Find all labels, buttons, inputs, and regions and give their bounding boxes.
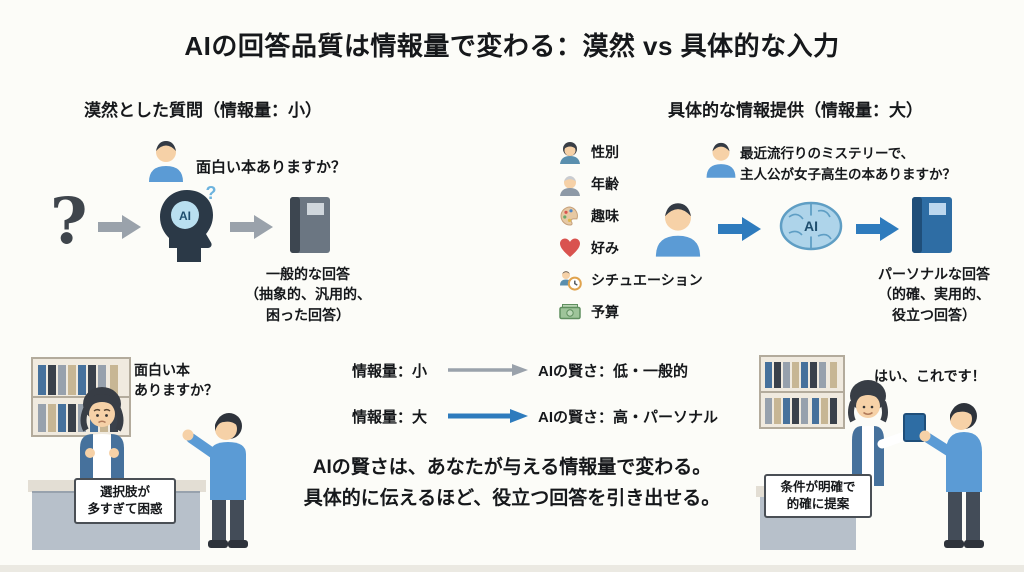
legend-arrow-gray-icon	[448, 363, 528, 377]
attribute-row-situation: シチュエーション	[558, 264, 703, 296]
summary-line-1: AIの賢さは、あなたが与える情報量で変わる。	[312, 457, 712, 478]
attribute-row-budget: 予算	[558, 296, 703, 328]
money-icon	[558, 300, 582, 324]
asker-avatar-icon	[146, 138, 186, 182]
gender-icon	[558, 140, 582, 164]
specific-section-heading: 具体的な情報提供（情報量：大）	[668, 101, 923, 120]
legend-large-result: AIの賢さ：高・パーソナル	[538, 409, 719, 426]
arrow-right-blue-icon	[718, 216, 762, 242]
summary-line-2: 具体的に伝えるほど、役立つ回答を引き出せる。	[303, 488, 721, 509]
success-speech-text: はい、これです！	[874, 368, 986, 384]
caption-line: パーソナルな回答	[878, 266, 990, 282]
attribute-row-age: 年齢	[558, 168, 703, 200]
ai-head-icon: ? AI	[150, 182, 222, 264]
label-line: 条件が明確で	[780, 479, 856, 494]
situation-clock-icon	[558, 268, 582, 292]
vague-question-text: 面白い本ありますか？	[196, 159, 347, 176]
palette-icon	[558, 204, 582, 228]
attribute-label: 趣味	[591, 208, 619, 224]
legend-small-result: AIの賢さ：低・一般的	[538, 363, 689, 380]
ai-label-left: AI	[179, 209, 191, 223]
ai-label-right: AI	[804, 218, 818, 234]
attribute-label: 性別	[591, 144, 619, 160]
label-line: 選択肢が	[99, 484, 150, 499]
attribute-label: 年齢	[591, 176, 619, 192]
customer-illustration	[182, 413, 248, 548]
attribute-row-hobby: 趣味	[558, 200, 703, 232]
legend-small-label: 情報量：小	[352, 363, 428, 380]
arrow-right-gray-icon	[98, 214, 142, 240]
specific-question-text: 最近流行りのミステリーで、 主人公が女子高生の本ありますか？	[740, 144, 956, 186]
attribute-label: シチュエーション	[591, 272, 703, 288]
attribute-list: 性別 年齢 趣味	[558, 136, 703, 328]
arrow-right-gray-icon	[230, 214, 274, 240]
attribute-row-preference: 好み	[558, 232, 703, 264]
attribute-label: 好み	[591, 240, 619, 256]
blue-book-icon	[906, 194, 956, 256]
librarian-illustration	[80, 387, 124, 486]
confused-label-box: 選択肢が 多すぎて困惑	[74, 478, 176, 524]
librarian-illustration	[848, 380, 926, 486]
caption-line: 一般的な回答	[266, 266, 350, 282]
customer-illustration	[919, 403, 984, 548]
speech-line: 面白い本	[134, 362, 190, 378]
legend-arrow-blue-icon	[448, 408, 528, 424]
heart-icon	[558, 236, 582, 260]
speech-line: 最近流行りのミステリーで、	[740, 146, 915, 161]
caption-line: 役立つ回答）	[892, 306, 976, 323]
caption-line: 困った回答）	[266, 306, 350, 323]
bookshelf-illustration	[759, 355, 845, 429]
age-icon	[558, 172, 582, 196]
speech-line: ありますか？	[134, 382, 218, 399]
label-line: 多すぎて困惑	[87, 502, 163, 516]
caption-line: （抽象的、汎用的、	[245, 286, 371, 303]
legend-large-label: 情報量：大	[352, 409, 428, 426]
attribute-row-gender: 性別	[558, 136, 703, 168]
speech-line: 主人公が女子高生の本ありますか？	[740, 166, 956, 182]
attribute-label: 予算	[591, 304, 619, 320]
asker-avatar-icon	[704, 140, 738, 178]
confused-speech-text: 面白い本 ありますか？	[134, 360, 218, 401]
caption-line: （的確、実用的、	[878, 286, 990, 303]
user-avatar-icon	[652, 198, 704, 258]
generic-answer-caption: 一般的な回答 （抽象的、汎用的、 困った回答）	[222, 264, 394, 325]
arrow-right-blue-icon	[856, 216, 900, 242]
gray-book-icon	[284, 194, 334, 256]
footer-strip	[0, 565, 1024, 572]
personal-answer-caption: パーソナルな回答 （的確、実用的、 役立つ回答）	[848, 264, 1020, 325]
ai-brain-icon: AI	[776, 198, 846, 256]
question-mark-icon: ?	[50, 184, 88, 259]
vague-section-heading: 漠然とした質問（情報量：小）	[84, 101, 322, 120]
label-line: 的確に提案	[786, 497, 850, 511]
success-label-box: 条件が明確で 的確に提案	[764, 474, 872, 518]
page-title: AIの回答品質は情報量で変わる：漠然 vs 具体的な入力	[184, 31, 840, 61]
head-question-mark: ?	[206, 183, 217, 203]
